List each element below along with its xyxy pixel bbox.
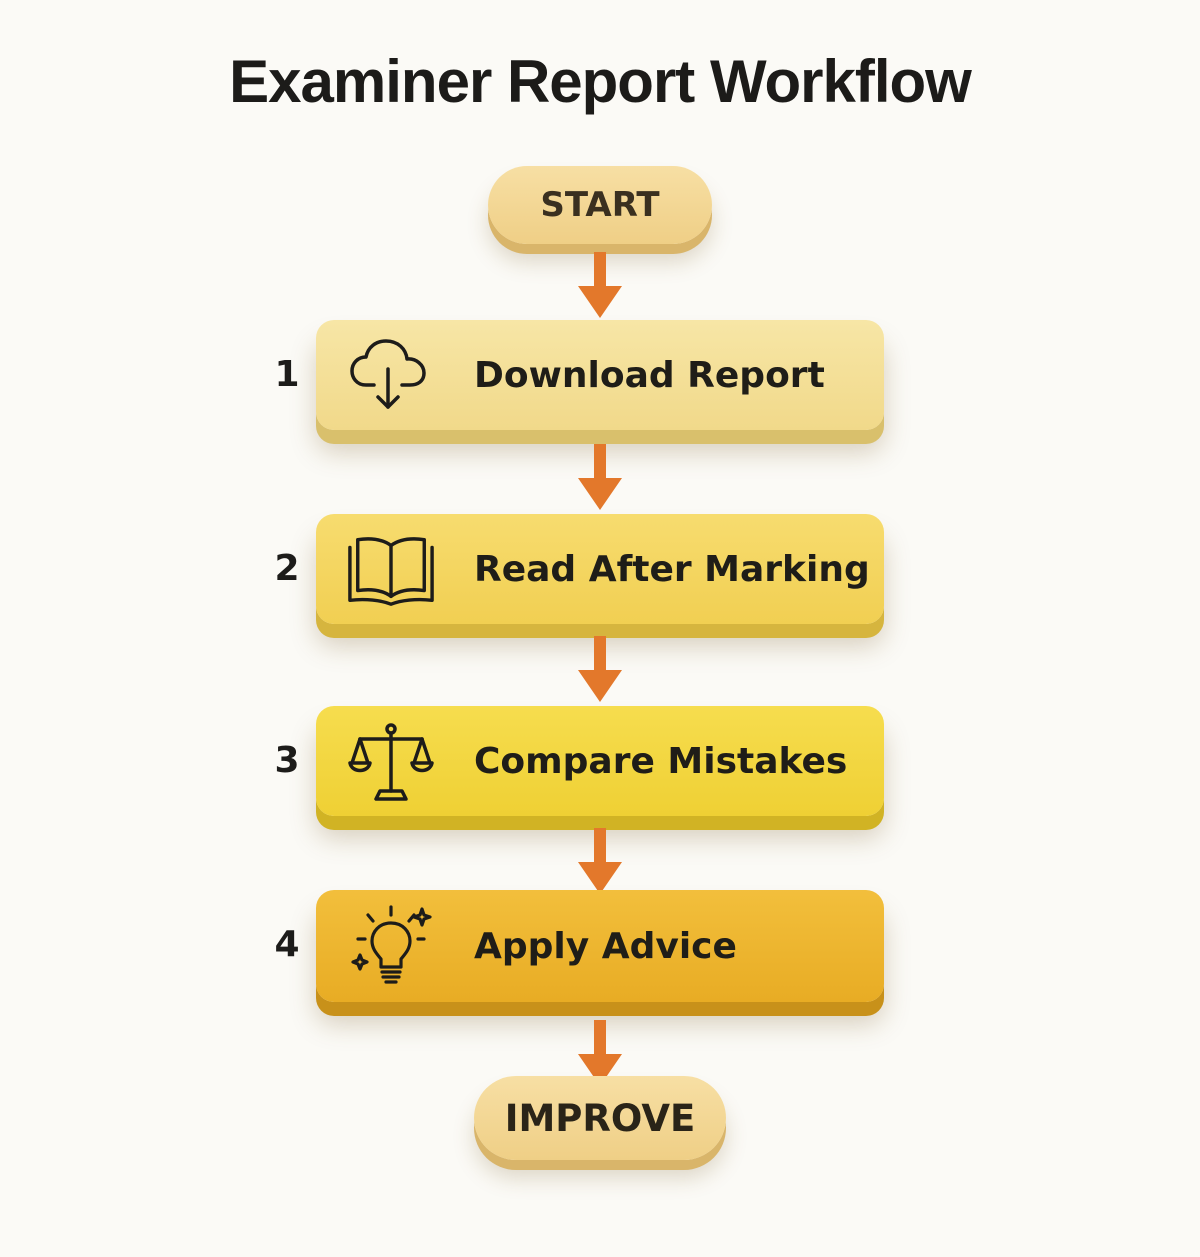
- step-number: 4: [274, 924, 300, 965]
- flow-arrow: [578, 444, 622, 510]
- step-label: Read After Marking: [474, 548, 870, 590]
- step-box: Download Report: [316, 320, 884, 430]
- open-book-icon: [346, 524, 436, 614]
- flow-arrow: [578, 636, 622, 702]
- end-node: IMPROVE: [474, 1076, 726, 1160]
- step-box: Read After Marking: [316, 514, 884, 624]
- cloud-download-icon: [346, 330, 436, 420]
- step-label: Compare Mistakes: [474, 740, 848, 782]
- start-node: START: [488, 166, 712, 244]
- step-label: Download Report: [474, 354, 825, 396]
- start-label: START: [540, 185, 660, 225]
- page-title: Examiner Report Workflow: [229, 48, 972, 115]
- balance-scale-icon: [346, 716, 436, 806]
- step-number: 2: [274, 548, 300, 589]
- flow-arrow: [578, 252, 622, 318]
- flow-arrow: [578, 1020, 622, 1086]
- end-label: IMPROVE: [504, 1096, 696, 1140]
- flow-arrow: [578, 828, 622, 894]
- step-number: 3: [274, 740, 300, 781]
- step-box: Apply Advice: [316, 890, 884, 1002]
- step-box: Compare Mistakes: [316, 706, 884, 816]
- lightbulb-icon: [346, 901, 436, 991]
- step-label: Apply Advice: [474, 925, 737, 967]
- step-number: 1: [274, 354, 300, 395]
